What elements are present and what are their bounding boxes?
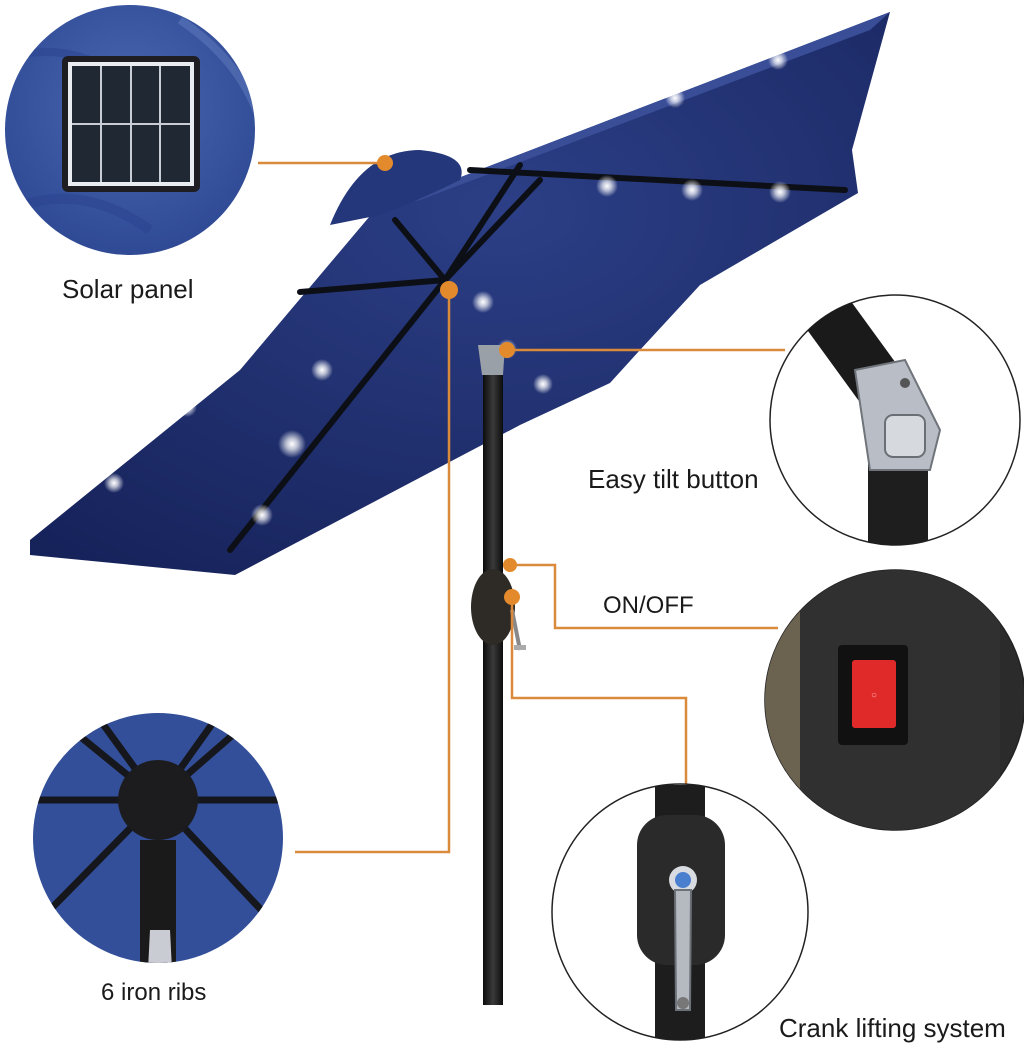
crank-label: Crank lifting system: [779, 1013, 1006, 1043]
iron-ribs-label: 6 iron ribs: [101, 979, 207, 1006]
tilt-button-label: Easy tilt button: [588, 464, 759, 494]
crank-lifting-inset: [551, 783, 809, 1041]
solar-panel-inset: [5, 5, 255, 255]
umbrella-pole: [471, 345, 526, 1005]
on-off-switch-inset: ○: [764, 569, 1024, 831]
tilt-button-inset: [769, 294, 1021, 546]
umbrella-canopy: [30, 12, 890, 575]
led-lights: [104, 50, 791, 526]
callout-leader-lines: [258, 161, 785, 854]
on-off-label: ON/OFF: [603, 592, 694, 619]
svg-text:○: ○: [871, 690, 877, 701]
solar-panel-label: Solar panel: [62, 274, 194, 304]
iron-ribs-inset: [33, 713, 283, 963]
callout-dots: [377, 155, 520, 605]
